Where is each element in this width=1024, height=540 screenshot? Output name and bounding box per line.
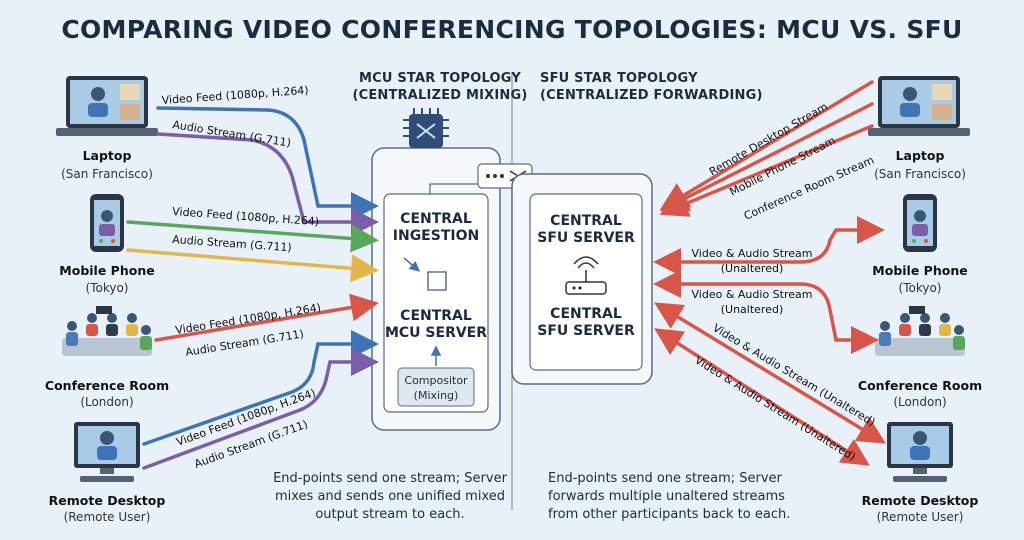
laptop-icon: [56, 76, 158, 136]
mcu-mobile-audio-arrow: [126, 248, 379, 283]
right-device-name-2: Conference Room: [858, 378, 982, 393]
mcu-top-label-1: CENTRAL: [400, 211, 472, 227]
left-device-loc-0: (San Francisco): [61, 167, 153, 181]
mcu-mobile-video-arrow: [126, 220, 379, 253]
mcu-heading-2: (CENTRALIZED MIXING): [352, 88, 527, 103]
right-device-name-1: Mobile Phone: [872, 263, 967, 278]
left-device-loc-2: (London): [80, 395, 133, 409]
left-device-name-0: Laptop: [83, 148, 132, 163]
left-device-loc-3: (Remote User): [64, 510, 151, 524]
mcu-laptop-video-label: Video Feed (1080p, H.264): [161, 84, 309, 107]
sfu-top-label-2: SFU SERVER: [537, 230, 635, 246]
sfu-mid-label-2: SFU SERVER: [537, 323, 635, 339]
right-device-loc-1: (Tokyo): [899, 281, 942, 295]
mcu-conf-arrow: [154, 293, 379, 342]
compositor-box: [397, 367, 475, 407]
sfu-caption-1: End-points send one stream; Server: [548, 471, 783, 486]
mcu-server-inner-box: [383, 193, 489, 413]
mobile-phone-icon: [903, 194, 937, 252]
router-icon: [565, 256, 607, 295]
sfu-mobile-stream-arrow: [659, 102, 874, 212]
chip-icon: [403, 108, 449, 148]
right-device-loc-3: (Remote User): [877, 510, 964, 524]
sfu-heading-2: (CENTRALIZED FORWARDING): [540, 88, 763, 103]
left-device-name-3: Remote Desktop: [49, 493, 166, 508]
mcu-caption-2: mixes and sends one unified mixed: [275, 489, 505, 504]
mcu-caption-1: End-points send one stream; Server: [273, 471, 508, 486]
laptop-icon: [868, 76, 970, 136]
mcu-mobile-video-label: Video Feed (1080p, H.264): [172, 205, 320, 228]
compositor-label-1: Compositor: [404, 374, 468, 387]
mcu-laptop-video-arrow: [156, 106, 379, 220]
mcu-link-line: [429, 183, 478, 194]
sfu-conf-label-2: (Unaltered): [721, 303, 784, 316]
right-device-name-3: Remote Desktop: [862, 493, 979, 508]
mcu-mid-label-2: MCU SERVER: [385, 325, 487, 341]
sfu-remote-desktop-stream-arrow: [660, 80, 874, 210]
mcu-mixer-icon: [427, 271, 447, 291]
left-device-loc-1: (Tokyo): [86, 281, 129, 295]
mcu-desktop-audio-arrow: [142, 348, 379, 470]
right-device-name-0: Laptop: [896, 148, 945, 163]
mcu-laptop-audio-label: Audio Stream (G.711): [172, 118, 292, 150]
conference-room-icon: [875, 306, 965, 356]
mcu-top-label-2: INGESTION: [393, 228, 479, 244]
sfu-caption-2: forwards multiple unaltered streams: [548, 489, 785, 504]
right-device-loc-0: (San Francisco): [874, 167, 966, 181]
mcu-laptop-audio-arrow: [156, 132, 379, 236]
desktop-icon: [74, 422, 140, 482]
left-device-name-1: Mobile Phone: [59, 263, 154, 278]
sfu-heading-1: SFU STAR TOPOLOGY: [540, 71, 698, 86]
right-device-loc-2: (London): [893, 395, 946, 409]
compositor-label-2: (Mixing): [414, 389, 459, 402]
sfu-top-label-1: CENTRAL: [550, 213, 622, 229]
mcu-mobile-audio-label: Audio Stream (G.711): [172, 233, 292, 254]
page-title: COMPARING VIDEO CONFERENCING TOPOLOGIES:…: [61, 15, 962, 44]
sfu-mobile-bidir-arrow: [653, 216, 885, 276]
mcu-heading-1: MCU STAR TOPOLOGY: [359, 71, 521, 86]
sfu-caption-3: from other participants back to each.: [548, 507, 790, 522]
conference-room-icon: [62, 306, 152, 356]
sfu-conference-stream-arrow: [659, 124, 874, 217]
sfu-mid-label-1: CENTRAL: [550, 306, 622, 322]
mcu-caption-3: output stream to each.: [315, 507, 464, 522]
sfu-desktop-bidir-arrow-2: [654, 328, 870, 466]
mcu-inner-arrow: [403, 257, 420, 272]
sfu-laptop-label-2: Conference Room Stream: [742, 154, 876, 223]
desktop-icon: [887, 422, 953, 482]
mobile-phone-icon: [90, 194, 124, 252]
left-device-name-2: Conference Room: [45, 378, 169, 393]
sfu-conf-label-1: Video & Audio Stream: [692, 288, 813, 301]
mcu-mid-label-1: CENTRAL: [400, 308, 472, 324]
sfu-desktop-bidir-arrow-1: [654, 302, 886, 444]
mcu-desktop-video-arrow: [142, 330, 379, 446]
sfu-mobile-label-2: (Unaltered): [721, 262, 784, 275]
sfu-mobile-label-1: Video & Audio Stream: [692, 247, 813, 260]
